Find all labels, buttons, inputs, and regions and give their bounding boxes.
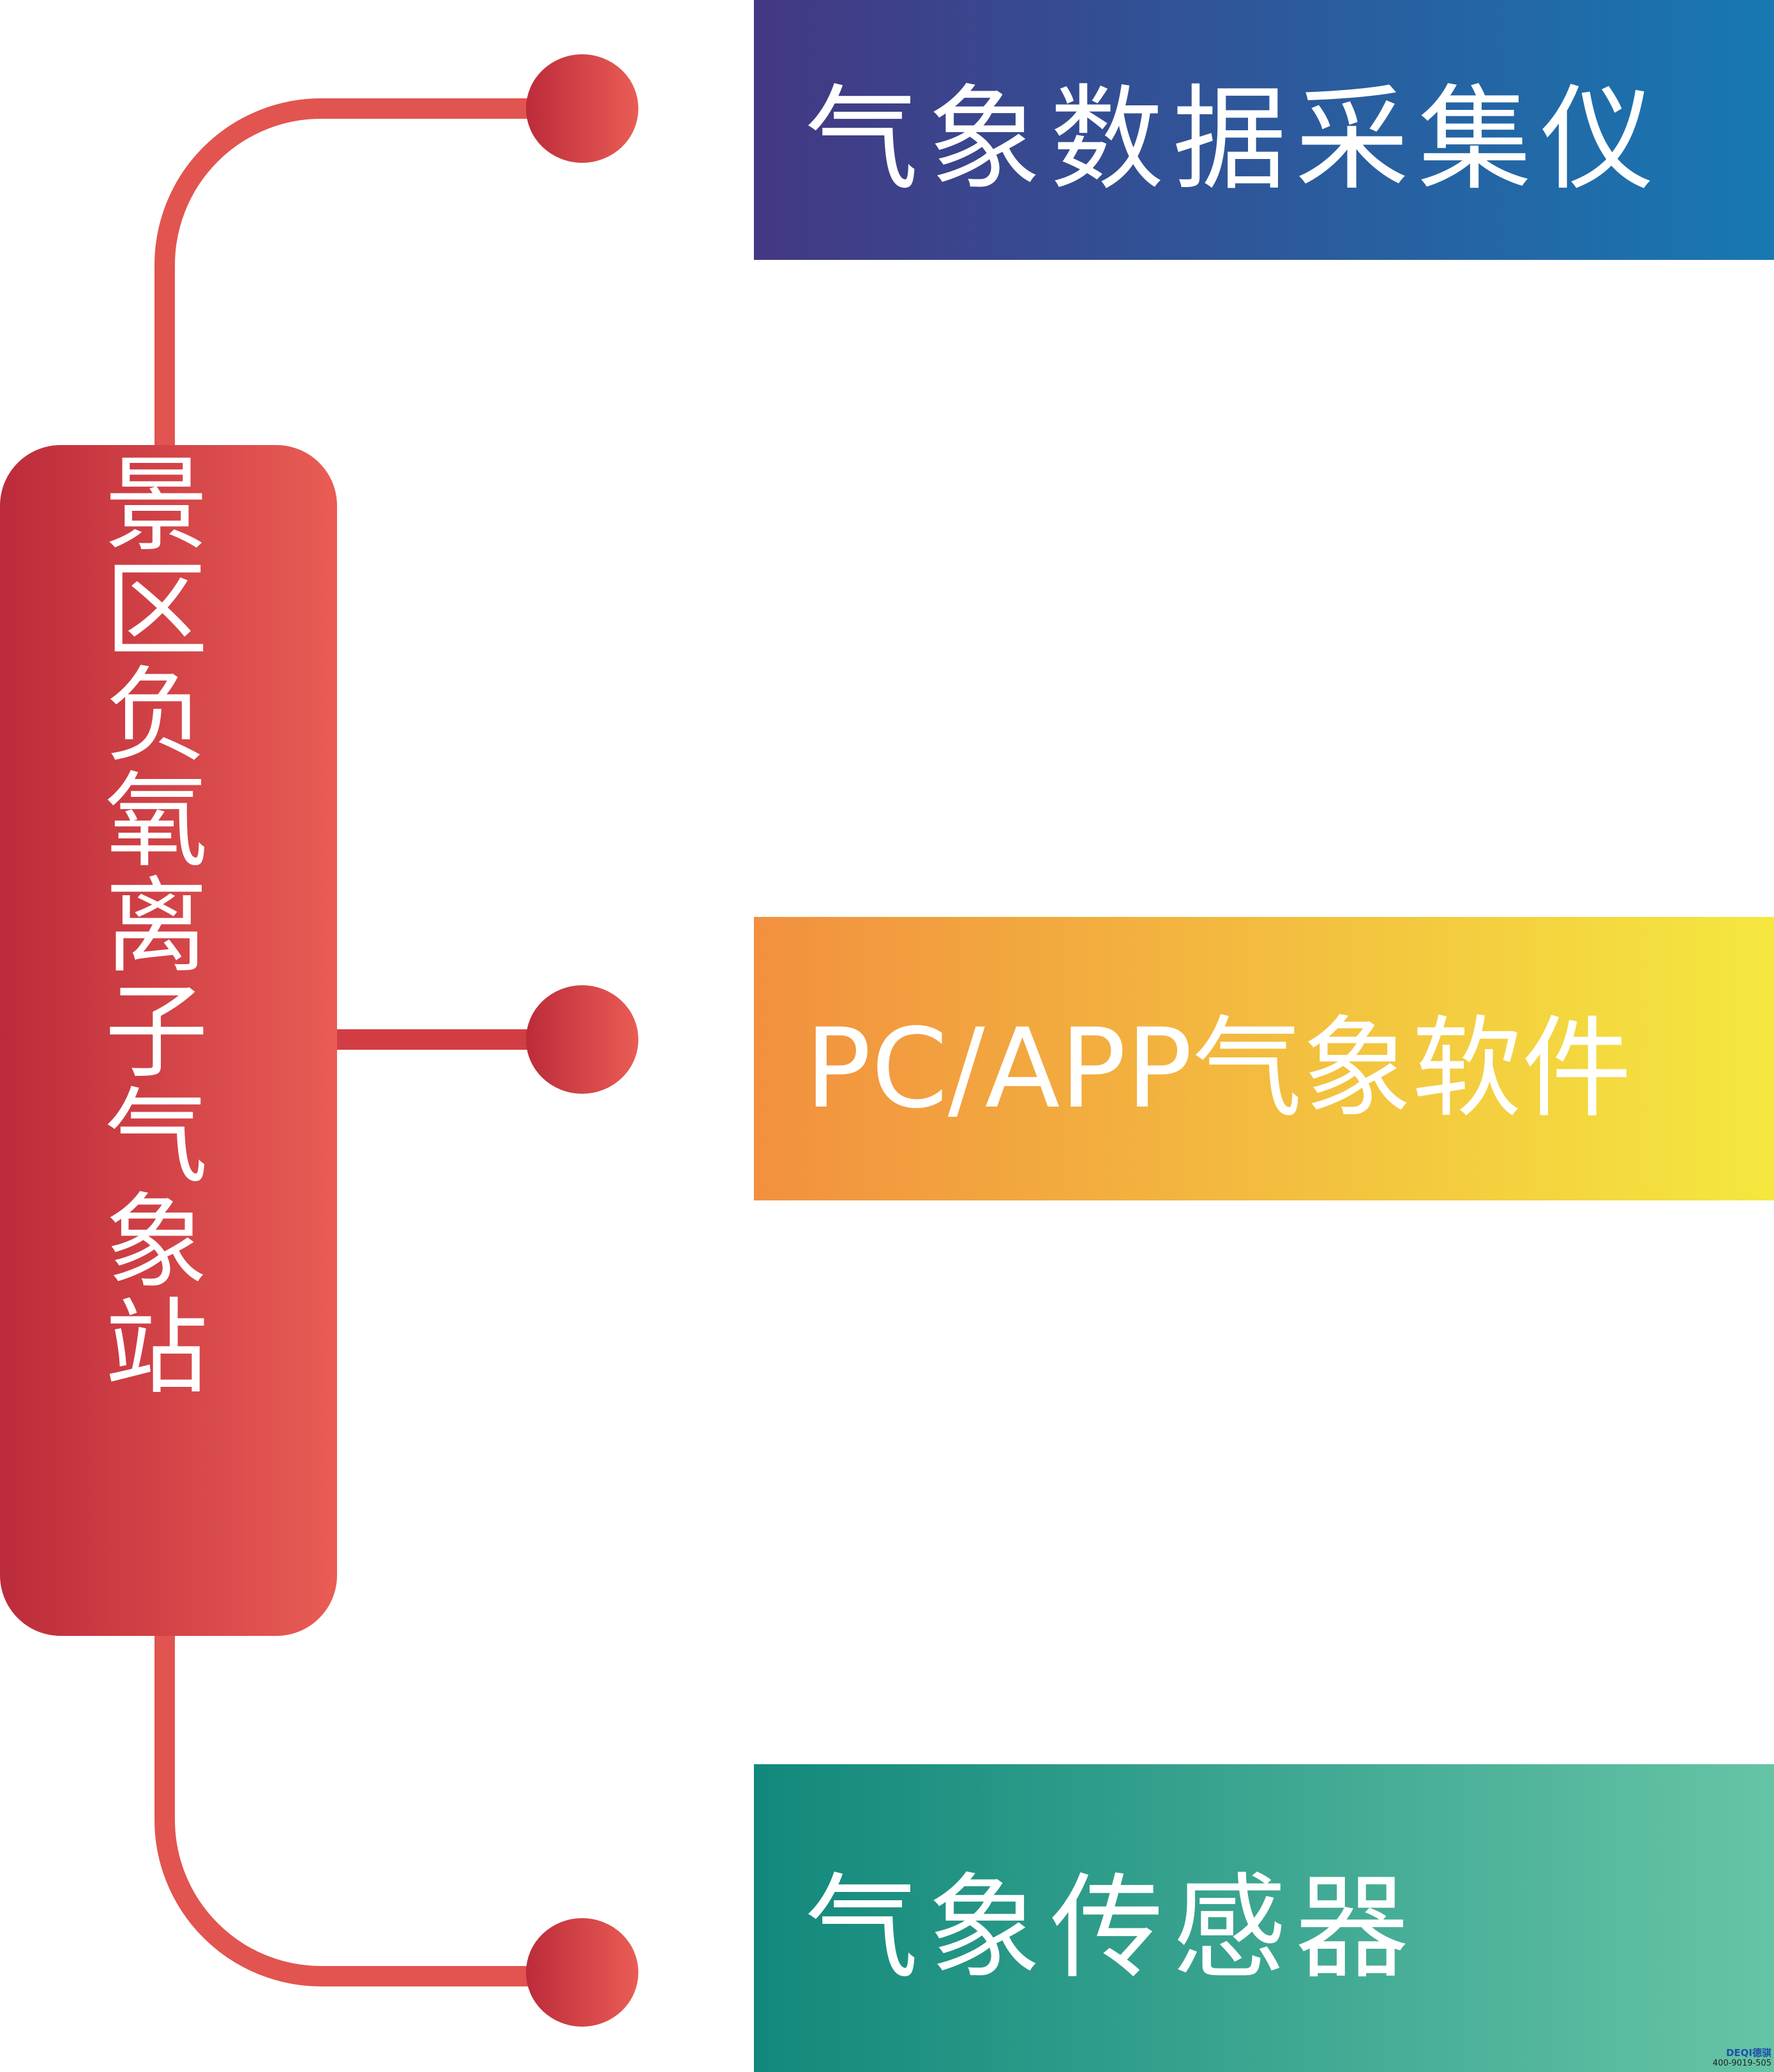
branch-box-software: PC/APP气象软件 (754, 917, 1774, 1200)
branch-label: PC/APP气象软件 (805, 1004, 1632, 1133)
branch-box-data-collector: 气象数据采集仪 (754, 0, 1774, 260)
brand-logo: DEQI德骐 400-9019-505 (1708, 2047, 1771, 2069)
connector-line-top (154, 98, 536, 447)
connector-dot-middle (526, 985, 638, 1094)
hub-title: 景区负氧离子气象站 (105, 446, 208, 1409)
branch-box-sensors: 气象传感器 (754, 1764, 1774, 2072)
connector-dot-top (526, 54, 638, 163)
branch-label: 气象数据采集仪 (805, 73, 1663, 206)
hub-node (0, 445, 337, 1636)
connector-line-bottom (154, 1635, 536, 1986)
connector-dot-bottom (526, 1918, 638, 2027)
brand-name: DEQI德骐 (1725, 2047, 1771, 2059)
branch-label: 气象传感器 (805, 1861, 1418, 1994)
brand-phone: 400-9019-505 (1712, 2059, 1771, 2068)
